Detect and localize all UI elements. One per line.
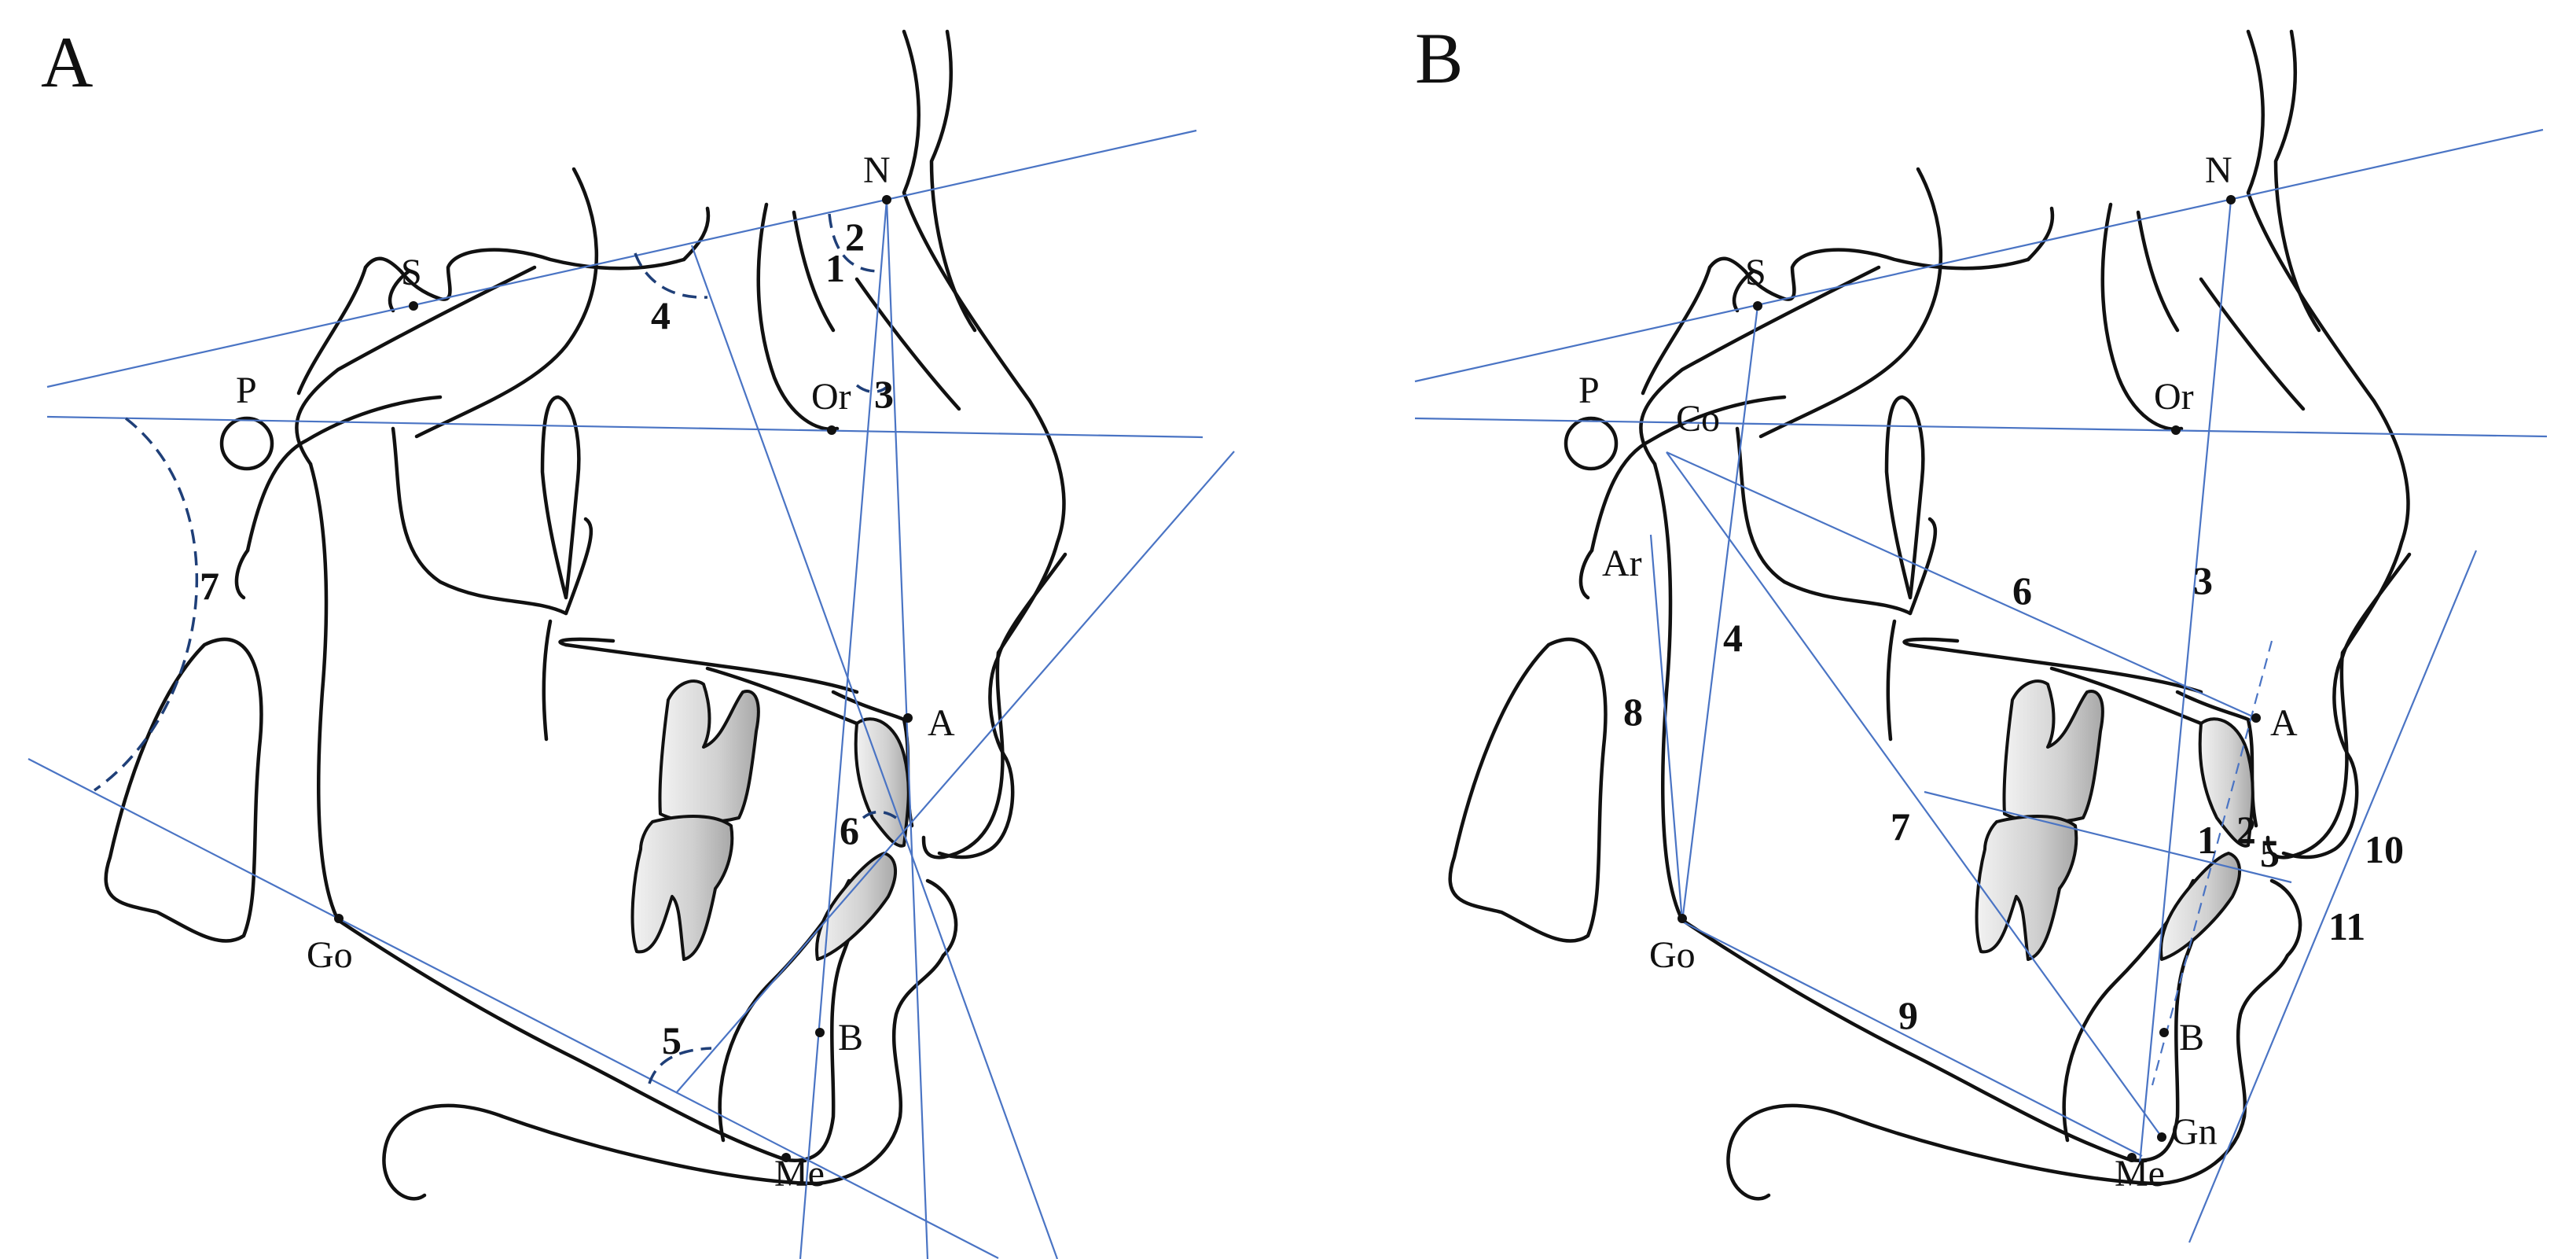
- landmark-a-point: [903, 713, 913, 723]
- panel-a-angle-arcs: [93, 213, 897, 1084]
- landmark-or-point-b: [2171, 425, 2181, 435]
- landmark-or: Or: [811, 376, 851, 418]
- measurement-5: 5: [662, 1018, 682, 1062]
- measurement-b-10: 10: [2365, 827, 2404, 871]
- panel-b: B: [1414, 18, 2548, 1243]
- panel-a-anatomy: [106, 31, 1065, 1198]
- landmark-me-b: Me: [2115, 1153, 2165, 1195]
- landmark-n-b: N: [2205, 149, 2232, 191]
- landmark-go-point-b: [1678, 914, 1687, 923]
- landmark-co-b: Co: [1676, 398, 1720, 440]
- measurement-b-7: 7: [1891, 804, 1910, 849]
- landmark-a-b: A: [2270, 702, 2298, 744]
- co-gn-line: [1666, 451, 2163, 1138]
- panel-b-reference-lines: [1414, 128, 2548, 1243]
- landmark-me-point: [781, 1153, 791, 1162]
- measurement-b-9: 9: [1898, 993, 1918, 1037]
- landmark-me-point-b: [2127, 1153, 2137, 1162]
- s-gn-line: [690, 245, 1059, 1259]
- measurement-b-5: 5: [2260, 831, 2280, 875]
- landmark-s: S: [401, 252, 422, 293]
- landmark-a-point-b: [2251, 713, 2261, 723]
- landmark-me: Me: [774, 1153, 825, 1195]
- angle-arc-7: [93, 417, 199, 792]
- nb-line: [885, 199, 929, 1259]
- sn-line: [46, 129, 1197, 388]
- panel-b-measurements: 1 2 3 4 5 6 7 8 9 10 11: [1623, 558, 2404, 1037]
- landmark-gn-b: Gn: [2171, 1111, 2218, 1153]
- angle-arc-3: [855, 384, 890, 393]
- landmark-n-point: [882, 195, 891, 204]
- measurement-b-1: 1: [2197, 818, 2217, 862]
- panel-letter-a: A: [41, 22, 93, 102]
- panel-a: A: [28, 22, 1235, 1259]
- measurement-7: 7: [200, 564, 219, 608]
- panel-a-landmarks: N S P Or A B Go Me: [236, 149, 955, 1195]
- landmark-or-b: Or: [2154, 376, 2194, 418]
- angle-arc-2: [828, 213, 881, 273]
- landmark-s-point-b: [1753, 301, 1762, 311]
- n-me-line: [2138, 199, 2232, 1165]
- measurement-1: 1: [825, 246, 845, 290]
- go-me-line: [1681, 921, 2143, 1157]
- incisor-axis-dashed: [2151, 640, 2273, 1086]
- na-line: [799, 199, 888, 1259]
- landmark-p: P: [236, 370, 257, 411]
- measurement-6: 6: [840, 808, 859, 852]
- landmark-p-b: P: [1578, 370, 1600, 411]
- measurement-4: 4: [651, 293, 671, 337]
- landmark-n: N: [863, 149, 891, 191]
- measurement-b-8: 8: [1623, 690, 1643, 734]
- panel-letter-b: B: [1415, 18, 1463, 98]
- measurement-b-11: 11: [2328, 904, 2365, 948]
- e-line-upper: [2188, 550, 2478, 1243]
- measurement-b-4: 4: [1723, 616, 1743, 660]
- measurement-b-6: 6: [2012, 569, 2032, 613]
- landmark-gn-point-b: [2157, 1132, 2166, 1142]
- measurement-2: 2: [845, 215, 865, 259]
- measurement-b-3: 3: [2193, 558, 2213, 602]
- s-go-line: [1681, 305, 1759, 922]
- landmark-n-point-b: [2226, 195, 2236, 204]
- landmark-b-b: B: [2179, 1017, 2204, 1058]
- co-a-line: [1666, 451, 2258, 720]
- panel-b-anatomy: [1450, 31, 2409, 1198]
- landmark-b-point-b: [2159, 1028, 2169, 1037]
- measurement-b-2: 2: [2236, 808, 2256, 852]
- landmark-go-point: [334, 914, 344, 923]
- sn-line-b: [1414, 128, 2544, 383]
- occlusal-line: [1924, 790, 2292, 884]
- landmark-or-point: [827, 425, 836, 435]
- angle-arc-5: [648, 1047, 712, 1084]
- angle-arc-6: [862, 810, 897, 819]
- landmark-a: A: [928, 702, 955, 744]
- landmark-ar-b: Ar: [1602, 543, 1642, 584]
- landmark-go-b: Go: [1649, 934, 1696, 976]
- panel-b-landmarks: N S P Co Or Ar A Go B Gn Me: [1578, 149, 2298, 1195]
- landmark-s-point: [409, 301, 418, 311]
- landmark-go: Go: [307, 934, 353, 976]
- panel-a-measurements: 1 2 3 4 5 6 7: [200, 215, 894, 1062]
- measurement-3: 3: [874, 372, 894, 416]
- angle-arc-4: [634, 252, 708, 299]
- panel-a-reference-lines: [28, 129, 1235, 1259]
- upper-incisor-axis: [675, 451, 1235, 1094]
- landmark-b-point: [815, 1028, 825, 1037]
- frankfort-plane-b: [1414, 417, 2548, 438]
- mandibular-plane: [28, 758, 999, 1259]
- landmark-b: B: [838, 1017, 863, 1058]
- landmark-s-b: S: [1745, 252, 1766, 293]
- ar-go-line: [1649, 534, 1684, 922]
- frankfort-plane: [46, 415, 1203, 439]
